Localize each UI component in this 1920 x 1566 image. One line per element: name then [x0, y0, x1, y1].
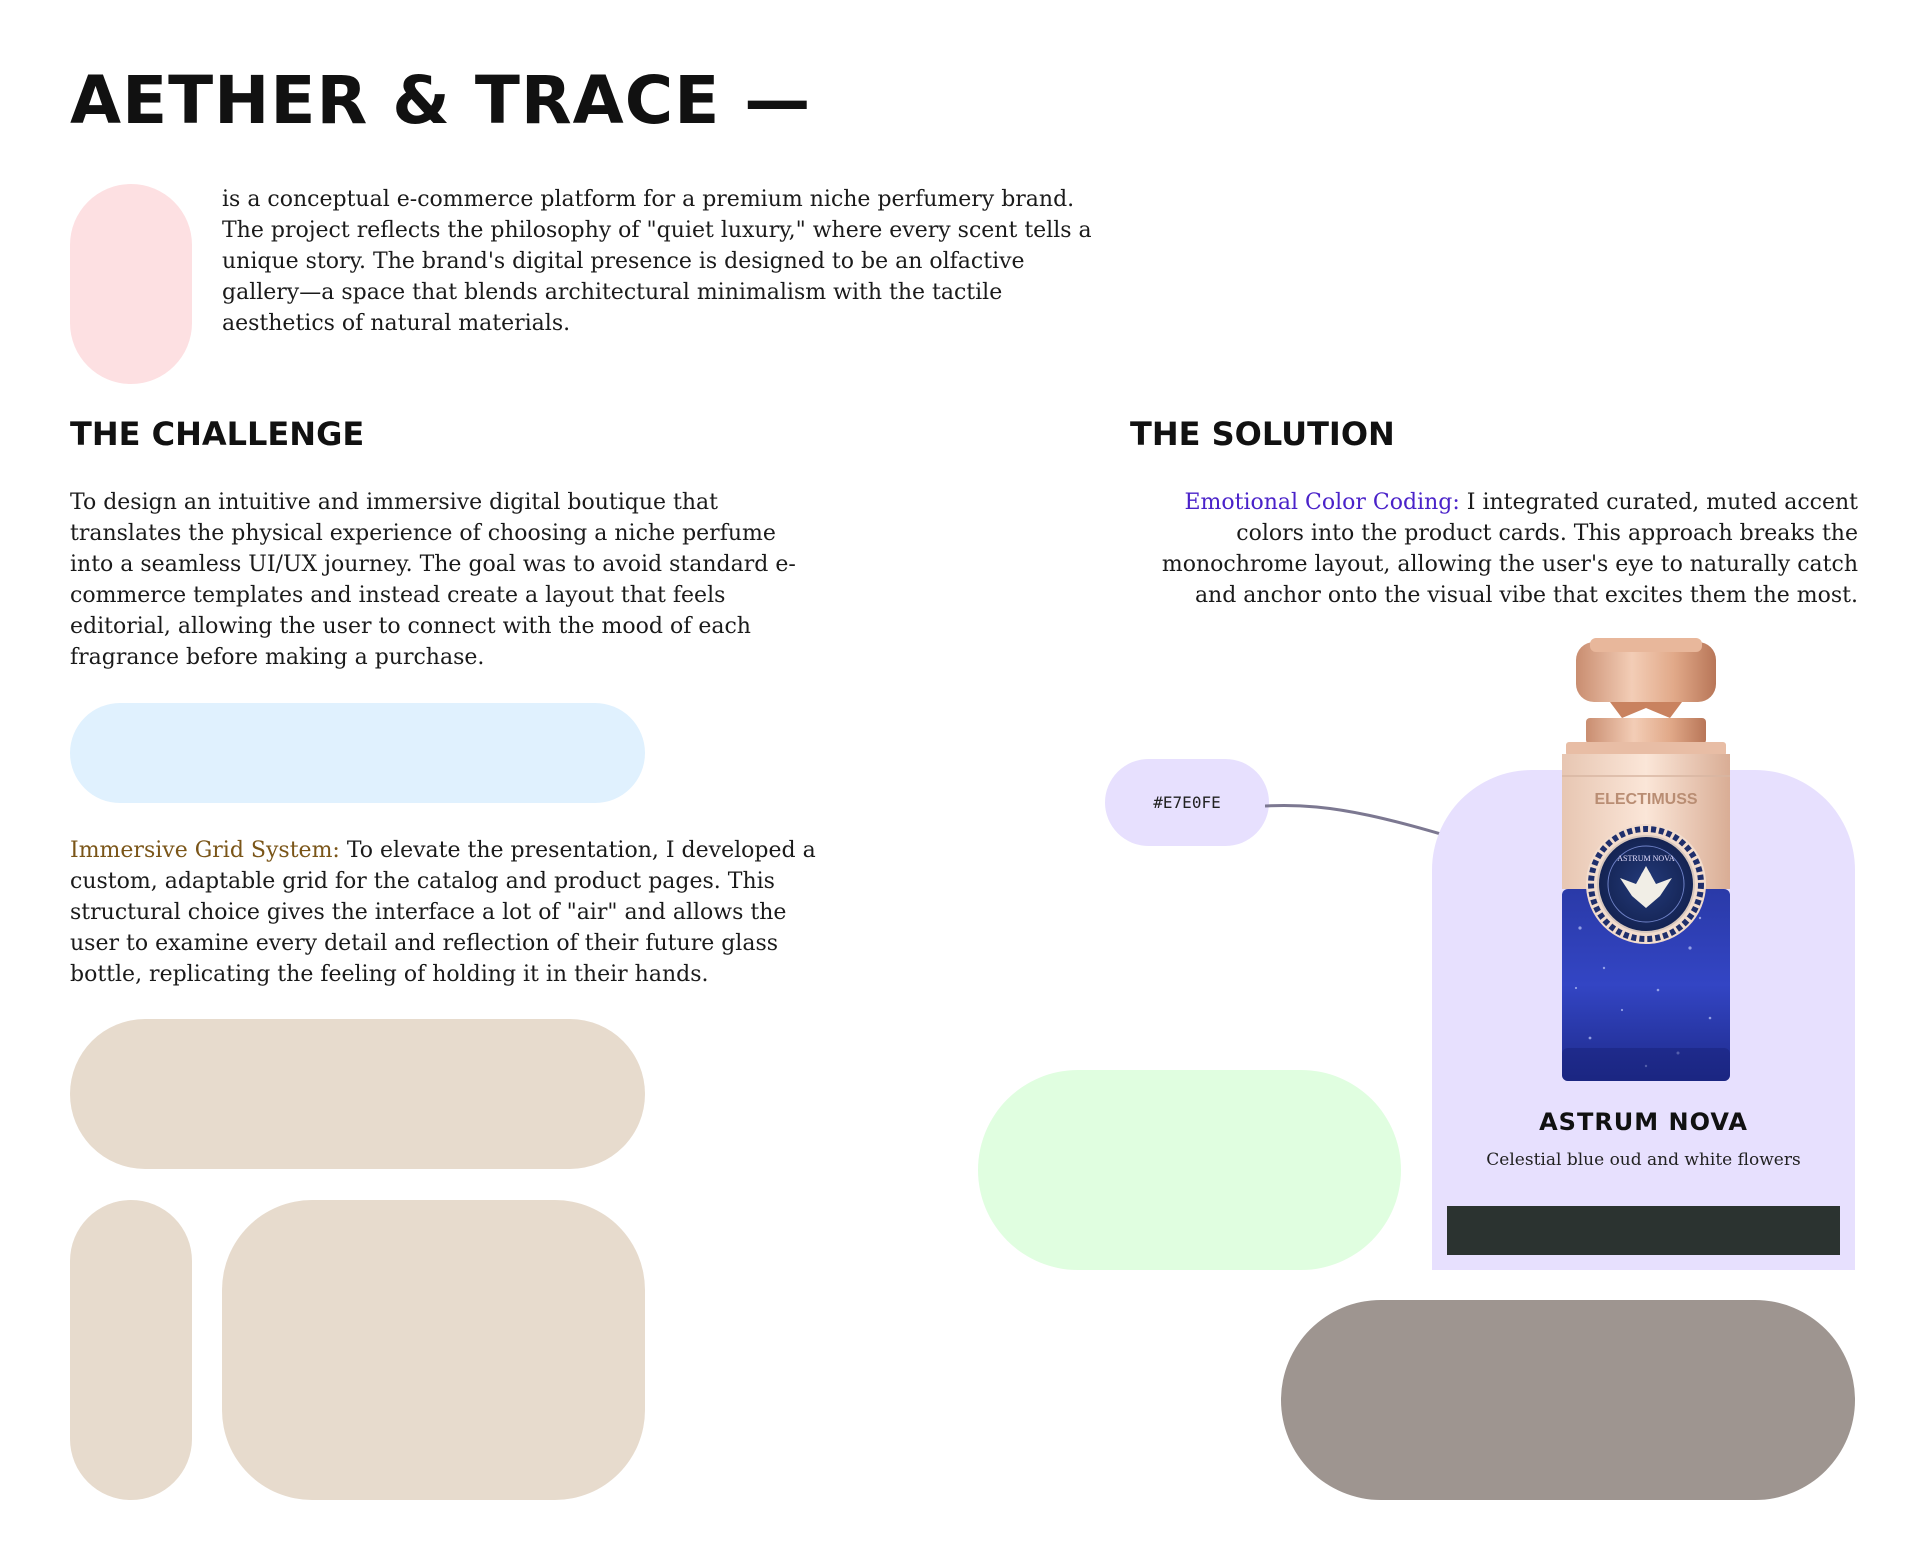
- product-name: ASTRUM NOVA: [1539, 1108, 1748, 1136]
- grid-system-paragraph: Immersive Grid System: To elevate the pr…: [70, 835, 830, 990]
- blue-color-block: [70, 703, 645, 803]
- page-title: AETHER & TRACE —: [70, 62, 812, 139]
- add-to-cart-button[interactable]: [1447, 1206, 1840, 1255]
- bottle-brand-label: ELECTIMUSS: [1594, 791, 1697, 808]
- beige-narrow-block: [70, 1200, 192, 1500]
- challenge-paragraph: To design an intuitive and immersive dig…: [70, 490, 796, 670]
- pink-color-block: [70, 184, 192, 384]
- taupe-color-block: [1281, 1300, 1855, 1500]
- perfume-bottle-image: ELECTIMUSS ASTRUM NOVA: [1562, 638, 1730, 1081]
- challenge-heading: THE CHALLENGE: [70, 415, 365, 453]
- color-coding-text: I integrated curated, muted accent color…: [1161, 490, 1858, 608]
- solution-paragraph: Emotional Color Coding: I integrated cur…: [1130, 487, 1858, 611]
- color-swatch-pill: #E7E0FE: [1105, 759, 1269, 846]
- beige-wide-block: [70, 1019, 645, 1169]
- product-description: Celestial blue oud and white flowers: [1486, 1150, 1801, 1170]
- bottle-seal-label: ASTRUM NOVA: [1617, 854, 1675, 863]
- grid-system-text: To elevate the presentation, I developed…: [70, 838, 816, 987]
- solution-heading: THE SOLUTION: [1130, 415, 1395, 453]
- intro-paragraph: is a conceptual e-commerce platform for …: [222, 187, 1092, 336]
- beige-square-block: [222, 1200, 645, 1500]
- grid-system-label: Immersive Grid System:: [70, 838, 340, 863]
- green-color-block: [978, 1070, 1401, 1270]
- color-coding-label: Emotional Color Coding:: [1184, 490, 1460, 515]
